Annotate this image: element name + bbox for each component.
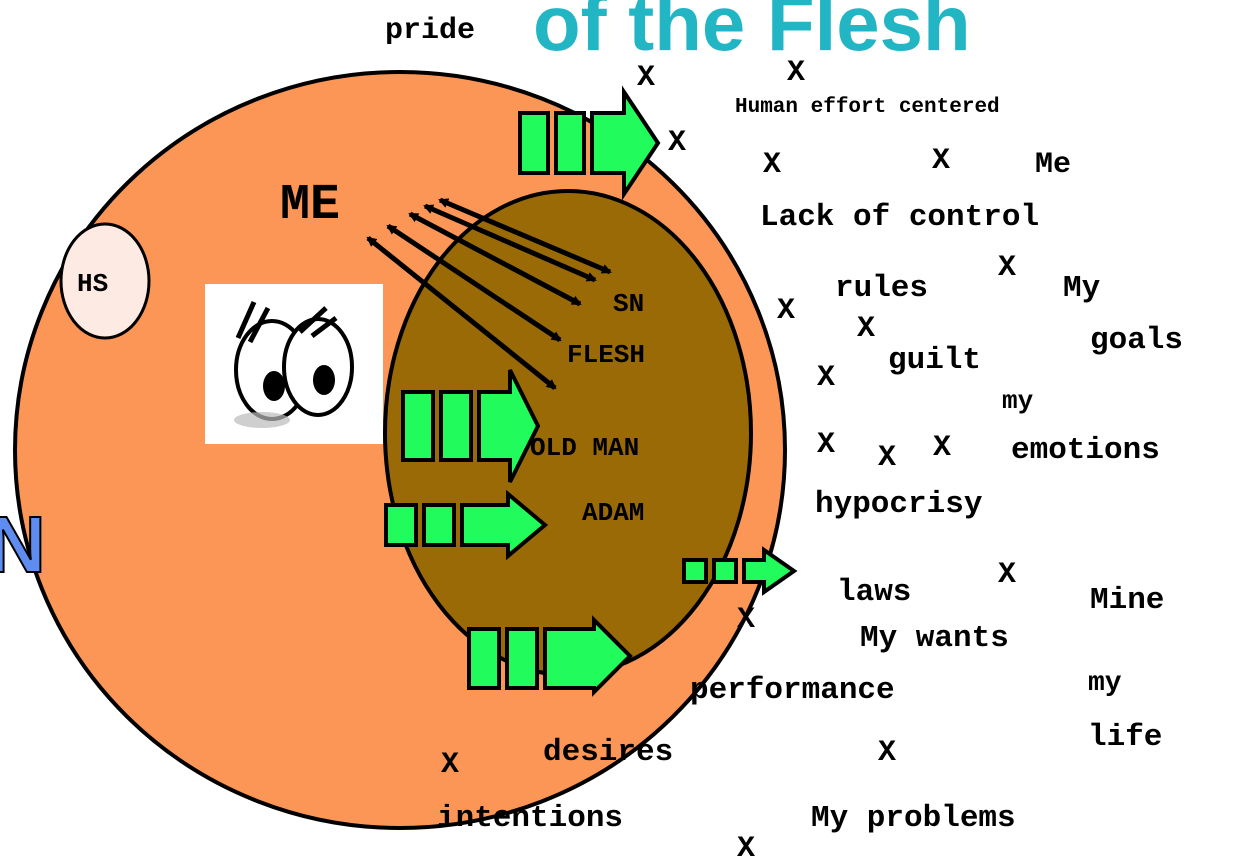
x-mark: X xyxy=(637,61,655,95)
word-my-wants: My wants xyxy=(860,621,1009,656)
block-arrow-middle xyxy=(401,369,541,483)
left-edge-letter: N xyxy=(0,500,46,589)
x-mark: X xyxy=(932,144,950,178)
word-lack-of-control: Lack of control xyxy=(760,200,1039,235)
word-my-problems: My problems xyxy=(811,801,1016,836)
x-mark: X xyxy=(777,294,795,328)
word-my-goals-1: My xyxy=(1063,271,1101,306)
title-main: of the Flesh xyxy=(533,0,971,67)
adam-label: ADAM xyxy=(582,498,644,528)
block-arrow-lower xyxy=(384,489,549,561)
word-rules: rules xyxy=(835,271,928,306)
block-arrow-bottom xyxy=(467,615,633,697)
x-mark: X xyxy=(933,431,951,465)
sn-label: SN xyxy=(613,289,644,319)
me-arrows xyxy=(366,197,612,390)
holy-spirit-oval xyxy=(59,222,151,340)
x-mark: X xyxy=(878,736,896,770)
block-arrow-top xyxy=(518,85,661,201)
title-prefix: pride xyxy=(385,14,475,48)
x-mark: X xyxy=(817,361,835,395)
word-my-goals-2: goals xyxy=(1090,323,1183,358)
word-guilt: guilt xyxy=(888,343,981,378)
word-my-emotions-2: emotions xyxy=(1011,433,1160,468)
word-desires: desires xyxy=(543,735,673,770)
x-mark: X xyxy=(441,748,459,782)
x-mark: X xyxy=(737,832,755,864)
word-my-emotions-1: my xyxy=(1002,386,1034,416)
word-human-effort: Human effort centered xyxy=(735,96,1000,119)
holy-spirit-label: HS xyxy=(77,269,108,299)
x-mark: X xyxy=(668,126,686,160)
flesh-label: FLESH xyxy=(567,340,645,370)
word-performance: performance xyxy=(690,673,895,708)
x-mark: X xyxy=(817,428,835,462)
word-my-life-2: life xyxy=(1088,720,1162,755)
old-man-label: OLD MAN xyxy=(530,433,639,463)
cartoon-eyes-icon xyxy=(205,284,383,444)
word-me: Me xyxy=(1035,148,1071,182)
x-mark: X xyxy=(763,148,781,182)
x-mark: X xyxy=(878,441,896,475)
word-mine: Mine xyxy=(1090,583,1164,618)
word-hypocrisy: hypocrisy xyxy=(815,487,983,522)
x-mark: X xyxy=(998,251,1016,285)
x-mark: X xyxy=(787,56,805,90)
x-mark: X xyxy=(737,603,755,637)
word-intentions: intentions xyxy=(437,801,623,836)
me-label: ME xyxy=(280,177,340,234)
x-mark: X xyxy=(857,312,875,346)
word-laws: laws xyxy=(837,575,911,610)
x-mark: X xyxy=(998,558,1016,592)
block-arrow-right xyxy=(682,546,798,596)
word-my-life-1: my xyxy=(1088,668,1122,699)
